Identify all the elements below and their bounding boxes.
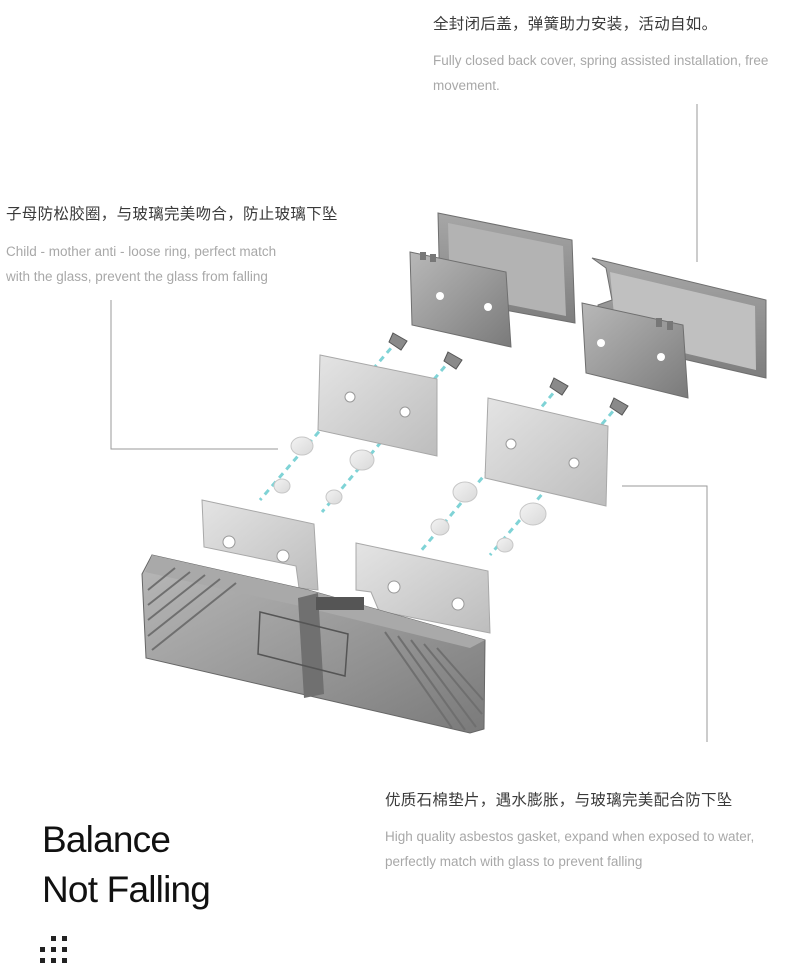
callout-top-chinese: 全封闭后盖，弹簧助力安装，活动自如。 xyxy=(433,15,718,33)
hinge-body xyxy=(141,554,486,734)
callout-left-chinese: 子母防松胶圈，与玻璃完美吻合，防止玻璃下坠 xyxy=(6,205,338,223)
headline: Balance Not Falling xyxy=(42,815,211,915)
anti-loose-rings xyxy=(273,436,547,553)
callout-left-english-line2: with the glass, prevent the glass from f… xyxy=(6,269,268,284)
callout-left-english: Child - mother anti - loose ring, perfec… xyxy=(6,239,276,289)
spring-plate-left xyxy=(409,251,512,348)
callout-bottom-english-line2: perfectly match with glass to prevent fa… xyxy=(385,854,643,869)
headline-line1: Balance xyxy=(42,819,171,860)
asbestos-gasket-right xyxy=(355,542,491,634)
screws xyxy=(388,332,629,416)
headline-line2: Not Falling xyxy=(42,869,211,910)
gasket-plate-right xyxy=(484,397,609,507)
callout-bottom-english: High quality asbestos gasket, expand whe… xyxy=(385,824,754,874)
spring-plate-right xyxy=(581,302,689,399)
leader-lines xyxy=(110,104,708,742)
leader-line-bottom xyxy=(622,485,708,742)
gasket-plate-left xyxy=(317,354,438,457)
grid-dots-icon xyxy=(40,936,67,963)
callout-bottom-chinese: 优质石棉垫片，遇水膨胀，与玻璃完美配合防下坠 xyxy=(385,791,733,809)
callout-top-english-line1: Fully closed back cover, spring assisted… xyxy=(433,53,769,68)
callout-top-english-line2: movement. xyxy=(433,78,500,93)
callout-top-english: Fully closed back cover, spring assisted… xyxy=(433,48,768,98)
callout-left-english-line1: Child - mother anti - loose ring, perfec… xyxy=(6,244,277,259)
callout-bottom-english-line1: High quality asbestos gasket, expand whe… xyxy=(385,829,755,844)
leader-line-left xyxy=(110,300,278,450)
